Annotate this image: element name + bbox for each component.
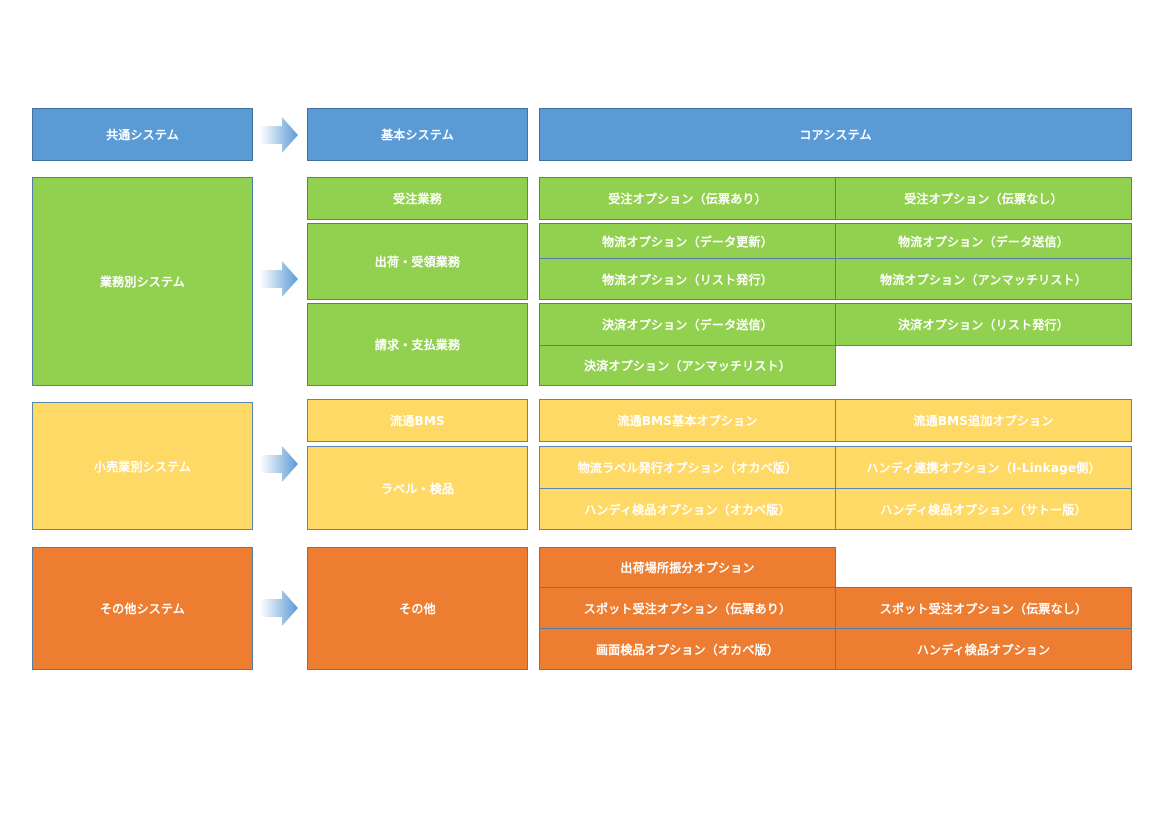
core-option: 物流オプション（データ更新） xyxy=(539,223,836,259)
core-option: 物流オプション（データ送信） xyxy=(835,223,1132,259)
core-option: ハンディ検品オプション（オカベ版） xyxy=(539,488,836,530)
business-system-category: 業務別システム xyxy=(32,177,253,386)
core-option: 決済オプション（アンマッチリスト） xyxy=(539,345,836,386)
basic-label-kenpin: ラベル・検品 xyxy=(307,446,528,530)
core-option: 物流オプション（リスト発行） xyxy=(539,258,836,300)
core-option: 決済オプション（リスト発行） xyxy=(835,303,1132,346)
core-option: 画面検品オプション（オカベ版） xyxy=(539,628,836,670)
arrow-right-icon xyxy=(260,261,298,297)
basic-sonota: その他 xyxy=(307,547,528,670)
common-system-header: 共通システム xyxy=(32,108,253,161)
core-option: 流通BMS基本オプション xyxy=(539,399,836,442)
core-option: スポット受注オプション（伝票あり） xyxy=(539,587,836,629)
core-option: 出荷場所振分オプション xyxy=(539,547,836,588)
basic-seikyu: 請求・支払業務 xyxy=(307,303,528,386)
core-option: ハンディ連携オプション（I-Linkage側） xyxy=(835,446,1132,489)
core-option: 受注オプション（伝票なし） xyxy=(835,177,1132,220)
arrow-right-icon xyxy=(260,117,298,153)
core-option: ハンディ検品オプション（サトー版） xyxy=(835,488,1132,530)
core-option: 物流ラベル発行オプション（オカベ版） xyxy=(539,446,836,489)
arrow-right-icon xyxy=(260,446,298,482)
basic-juchu: 受注業務 xyxy=(307,177,528,220)
core-option: スポット受注オプション（伝票なし） xyxy=(835,587,1132,629)
basic-shukka: 出荷・受領業務 xyxy=(307,223,528,300)
core-option: ハンディ検品オプション xyxy=(835,628,1132,670)
other-system-category: その他システム xyxy=(32,547,253,670)
core-option: 受注オプション（伝票あり） xyxy=(539,177,836,220)
core-option: 流通BMS追加オプション xyxy=(835,399,1132,442)
arrow-right-icon xyxy=(260,590,298,626)
retail-system-category: 小売業別システム xyxy=(32,402,253,530)
basic-system-header: 基本システム xyxy=(307,108,528,161)
core-option: 物流オプション（アンマッチリスト） xyxy=(835,258,1132,300)
core-system-header: コアシステム xyxy=(539,108,1132,161)
basic-bms: 流通BMS xyxy=(307,399,528,442)
core-option: 決済オプション（データ送信） xyxy=(539,303,836,346)
